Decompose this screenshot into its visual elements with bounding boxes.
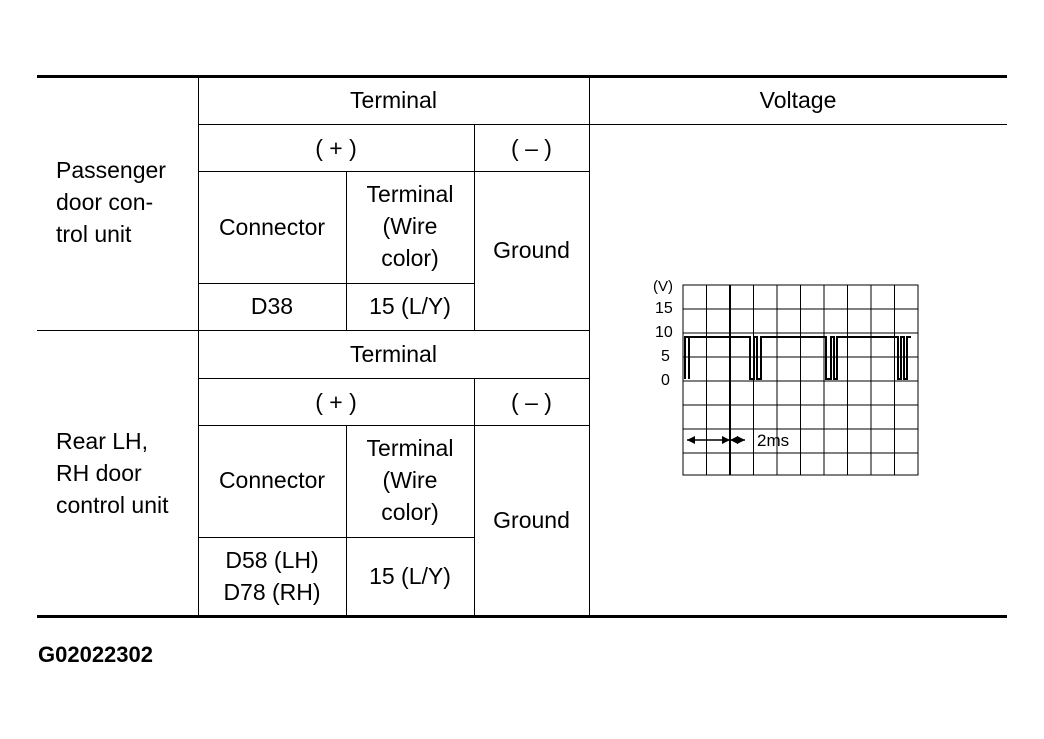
- scope-unit-label: (V): [653, 278, 673, 295]
- rule: [198, 537, 474, 538]
- rule: [474, 124, 475, 331]
- top-rule: [37, 75, 1007, 78]
- header-voltage: Voltage: [759, 87, 837, 113]
- connector-label: Connector: [218, 214, 326, 240]
- rule: [589, 77, 590, 616]
- unit-label: Rear LH, RH door control unit: [56, 428, 169, 518]
- scope-grid: [682, 284, 919, 476]
- scope-y-tick: 15: [655, 300, 673, 317]
- scope-y-tick: 0: [661, 372, 670, 389]
- rule: [346, 425, 347, 616]
- oscilloscope-waveform: (V) 15 10 5 0 2ms: [653, 278, 919, 476]
- rule: [198, 283, 474, 284]
- figure-code: G02022302: [38, 642, 153, 667]
- plus-label: ( + ): [315, 135, 357, 161]
- terminal-value: 15 (L/Y): [369, 563, 451, 589]
- scope-y-tick: 5: [661, 348, 670, 365]
- scope-y-tick: 10: [655, 324, 673, 341]
- rule: [474, 378, 475, 616]
- rule: [37, 330, 589, 331]
- connector-value: D38: [250, 293, 294, 319]
- bottom-rule: [37, 615, 1007, 618]
- terminal-value: 15 (L/Y): [369, 293, 451, 319]
- minus-label: ( – ): [511, 135, 552, 161]
- header-terminal: Terminal: [350, 341, 437, 367]
- rule: [198, 425, 589, 426]
- signal-trace: [684, 336, 911, 380]
- rule: [198, 378, 589, 379]
- minus-label: ( – ): [511, 389, 552, 415]
- ground-label: Ground: [493, 507, 570, 533]
- terminal-wire-label: Terminal (Wire color): [366, 181, 454, 271]
- rule: [198, 171, 589, 172]
- rule: [198, 77, 199, 616]
- rule: [346, 171, 347, 331]
- time-division-arrow: [687, 436, 745, 444]
- plus-label: ( + ): [315, 389, 357, 415]
- unit-label: Passenger door con- trol unit: [56, 157, 166, 247]
- ground-label: Ground: [493, 237, 570, 263]
- rule: [198, 124, 1007, 125]
- terminal-wire-label: Terminal (Wire color): [366, 435, 454, 525]
- connector-value: D58 (LH) D78 (RH): [223, 547, 321, 605]
- connector-label: Connector: [218, 467, 326, 493]
- header-terminal: Terminal: [350, 87, 437, 113]
- time-division-label: 2ms: [757, 431, 789, 450]
